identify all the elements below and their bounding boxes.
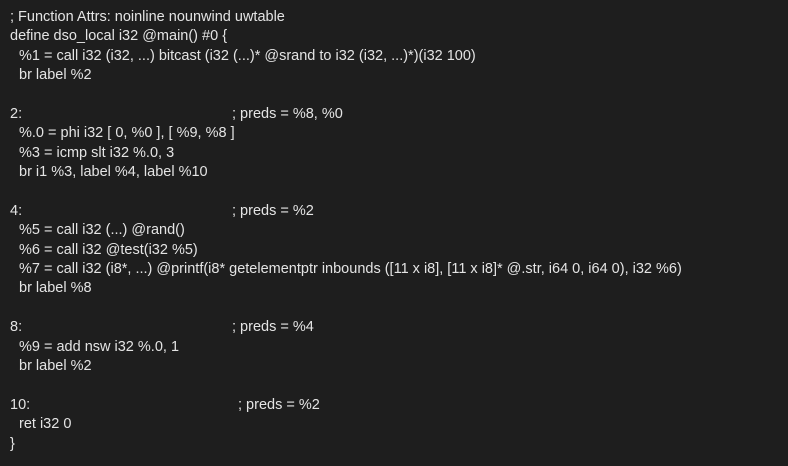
code-line: define dso_local i32 @main() #0 {: [10, 27, 788, 46]
code-text: %9 = add nsw i32 %.0, 1: [19, 338, 180, 355]
code-text: 8:: [10, 319, 23, 336]
code-text: 4:: [10, 202, 23, 219]
preds-comment: ; preds = %4: [232, 319, 314, 336]
preds-comment: ; preds = %2: [238, 396, 320, 413]
code-line: }: [10, 435, 788, 454]
code-text: 10:: [10, 396, 31, 413]
code-line: %7 = call i32 (i8*, ...) @printf(i8* get…: [10, 260, 788, 279]
code-line: 8: ; preds = %4: [10, 318, 788, 337]
code-line: [10, 376, 788, 395]
preds-comment: ; preds = %8, %0: [232, 105, 343, 122]
code-line: [10, 299, 788, 318]
code-line: ; Function Attrs: noinline nounwind uwta…: [10, 8, 788, 27]
code-text: }: [10, 435, 15, 452]
code-text: br label %8: [19, 280, 92, 297]
code-line: %6 = call i32 @test(i32 %5): [10, 241, 788, 260]
code-text: %6 = call i32 @test(i32 %5): [19, 241, 198, 258]
code-text: %5 = call i32 (...) @rand(): [19, 222, 185, 239]
code-line: 2: ; preds = %8, %0: [10, 105, 788, 124]
code-text: define dso_local i32 @main() #0 {: [10, 28, 228, 45]
code-line: [10, 183, 788, 202]
code-line: %1 = call i32 (i32, ...) bitcast (i32 (.…: [10, 47, 788, 66]
code-text: %1 = call i32 (i32, ...) bitcast (i32 (.…: [19, 47, 476, 64]
code-line: %3 = icmp slt i32 %.0, 3: [10, 144, 788, 163]
code-line: br i1 %3, label %4, label %10: [10, 163, 788, 182]
code-line: [10, 86, 788, 105]
code-line: 4: ; preds = %2: [10, 202, 788, 221]
code-text: %.0 = phi i32 [ 0, %0 ], [ %9, %8 ]: [19, 125, 235, 142]
code-text: br label %2: [19, 358, 92, 375]
code-line: br label %2: [10, 66, 788, 85]
code-text: br label %2: [19, 67, 92, 84]
code-text: ret i32 0: [19, 416, 72, 433]
code-line: %.0 = phi i32 [ 0, %0 ], [ %9, %8 ]: [10, 124, 788, 143]
code-line: 10: ; preds = %2: [10, 396, 788, 415]
code-line: br label %8: [10, 279, 788, 298]
code-text: %7 = call i32 (i8*, ...) @printf(i8* get…: [19, 261, 682, 278]
code-text: br i1 %3, label %4, label %10: [19, 164, 208, 181]
code-line: %9 = add nsw i32 %.0, 1: [10, 338, 788, 357]
code-text: 2:: [10, 105, 23, 122]
code-text: ; Function Attrs: noinline nounwind uwta…: [10, 9, 285, 25]
code-line: br label %2: [10, 357, 788, 376]
preds-comment: ; preds = %2: [232, 202, 314, 219]
code-text: %3 = icmp slt i32 %.0, 3: [19, 144, 175, 161]
code-line: %5 = call i32 (...) @rand(): [10, 221, 788, 240]
code-line: ret i32 0: [10, 415, 788, 434]
